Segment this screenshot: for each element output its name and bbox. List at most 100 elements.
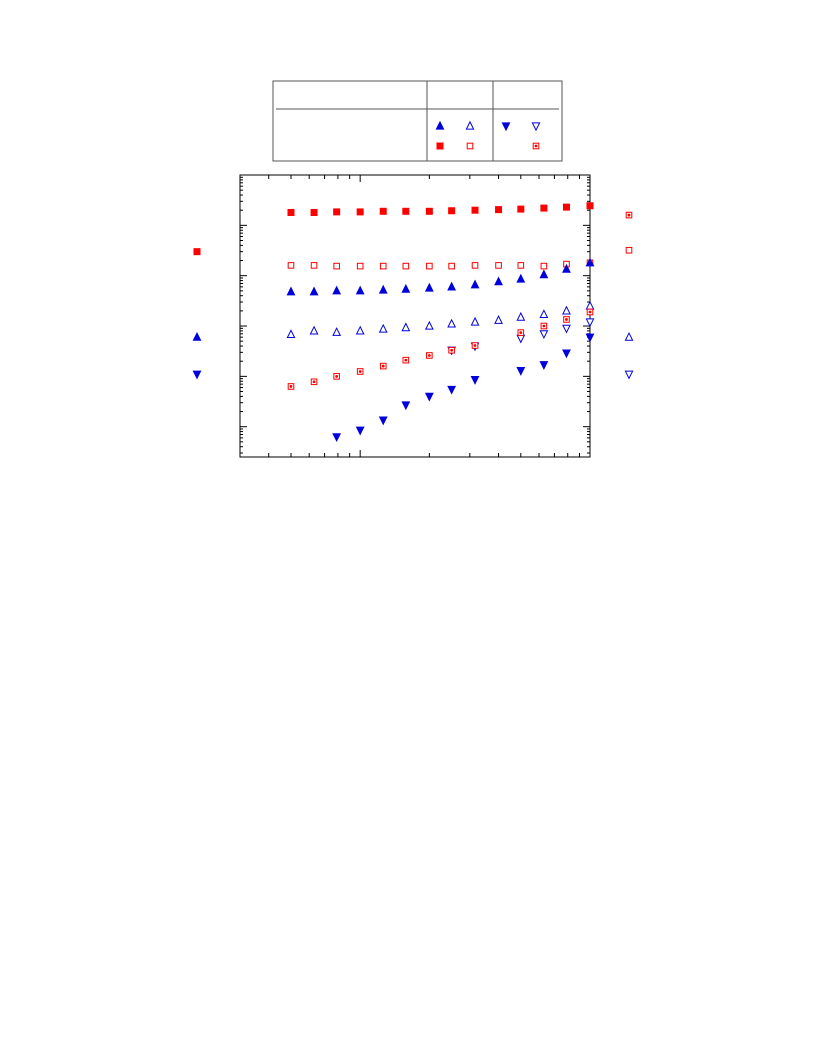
legend-symbol-square-filled (436, 142, 444, 150)
left-side-markers (192, 248, 202, 380)
data-point-triangle-down-filled (539, 361, 549, 370)
side-marker-triangle-down-open (624, 370, 634, 380)
data-point-square-filled (310, 208, 318, 216)
side-marker-square-dotted (625, 211, 633, 219)
side-marker-triangle-down-filled (192, 370, 202, 380)
data-point-triangle-up-open (447, 318, 457, 328)
data-point-triangle-up-open (470, 316, 480, 326)
data-point-triangle-up-filled (378, 284, 388, 294)
data-point-triangle-up-filled (562, 263, 571, 273)
y-axis-ticks (240, 174, 590, 454)
data-point-square-open (540, 262, 548, 270)
data-point-square-open (402, 262, 410, 270)
data-point-square-open (495, 262, 502, 269)
data-point-triangle-down-filled (447, 385, 457, 395)
data-point-triangle-down-open (516, 334, 526, 344)
data-point-triangle-down-filled (332, 433, 342, 443)
legend-symbol-square-dotted (532, 142, 540, 150)
data-point-triangle-up-filled (470, 279, 480, 289)
data-point-square-dotted (287, 383, 295, 390)
data-point-square-open (287, 262, 295, 269)
legend-symbol-triangle-up-open (465, 120, 475, 130)
data-point-square-dotted (517, 329, 525, 336)
data-point-square-filled (586, 202, 594, 210)
data-point-triangle-down-filled (355, 426, 365, 436)
legend-table (272, 80, 563, 162)
side-marker-triangle-up-open (624, 331, 634, 341)
data-point-triangle-down-filled (585, 333, 595, 343)
data-point-square-filled (333, 208, 341, 216)
data-point-triangle-up-open (332, 327, 342, 336)
data-point-triangle-up-open (539, 309, 549, 319)
data-point-square-dotted (563, 316, 570, 323)
data-point-square-dotted (586, 308, 594, 316)
side-marker-square-filled (193, 248, 201, 256)
data-point-triangle-up-open (585, 300, 595, 310)
series-triangle-down-filled (332, 333, 595, 443)
side-marker-square-open (625, 246, 633, 254)
data-point-triangle-down-filled (562, 349, 571, 359)
data-point-triangle-up-filled (355, 285, 365, 295)
data-point-triangle-up-open (424, 320, 434, 330)
series-triangle-up-open (286, 300, 595, 339)
data-point-square-dotted (402, 356, 410, 364)
data-point-triangle-up-filled (516, 273, 526, 283)
data-point-square-filled (448, 207, 456, 215)
series-square-filled (287, 202, 594, 216)
data-point-square-dotted (356, 368, 364, 375)
data-point-square-dotted (471, 342, 479, 349)
data-point-triangle-down-filled (516, 367, 526, 376)
legend-symbol-triangle-down-open (531, 122, 541, 132)
data-point-triangle-up-open (355, 325, 365, 335)
data-point-triangle-up-open (516, 311, 526, 321)
data-point-square-dotted (540, 322, 548, 330)
data-point-triangle-up-open (309, 325, 319, 335)
series-triangle-up-filled (286, 257, 595, 296)
x-axis-ticks (239, 175, 591, 457)
data-point-triangle-down-filled (424, 392, 434, 402)
legend-symbol-square-open (466, 142, 474, 150)
side-marker-triangle-up-filled (192, 331, 202, 341)
series-square-dotted (287, 308, 594, 390)
data-point-square-open (333, 262, 340, 270)
data-point-triangle-up-filled (286, 286, 296, 296)
data-point-square-filled (517, 205, 525, 213)
data-point-square-dotted (448, 346, 455, 354)
data-point-square-filled (495, 206, 503, 214)
data-point-square-dotted (333, 373, 340, 380)
data-point-square-filled (402, 207, 410, 215)
data-point-triangle-up-open (562, 305, 571, 315)
legend-symbol-triangle-up-filled (435, 120, 445, 130)
data-point-triangle-down-open (562, 324, 571, 334)
data-point-square-filled (356, 208, 364, 216)
data-point-triangle-up-open (494, 315, 503, 324)
data-point-square-filled (379, 207, 387, 215)
data-point-square-open (471, 262, 479, 269)
series-square-open (287, 259, 594, 270)
data-point-square-open (379, 262, 387, 270)
data-point-square-dotted (426, 352, 433, 359)
data-point-triangle-down-filled (378, 416, 388, 426)
legend-table-frame (272, 80, 563, 162)
data-point-triangle-up-open (378, 323, 388, 333)
data-point-square-filled (562, 203, 570, 211)
data-point-triangle-up-filled (401, 283, 411, 293)
data-point-square-dotted (379, 362, 387, 370)
data-point-triangle-up-filled (309, 286, 319, 296)
legend-table-cells (435, 120, 541, 150)
data-point-square-open (517, 262, 525, 269)
data-point-triangle-up-filled (585, 257, 595, 267)
right-side-markers (624, 211, 634, 380)
data-point-square-filled (425, 207, 433, 215)
data-point-triangle-down-filled (470, 376, 480, 385)
data-point-triangle-up-filled (539, 269, 549, 279)
legend-symbol-triangle-down-filled (501, 122, 511, 132)
series-triangle-down-open (447, 318, 595, 356)
data-point-triangle-up-filled (447, 281, 457, 291)
data-point-triangle-up-filled (494, 276, 503, 286)
data-point-triangle-down-filled (401, 401, 411, 411)
plot-area (239, 174, 595, 458)
data-series (286, 202, 595, 443)
data-point-square-open (356, 262, 364, 270)
data-point-square-open (310, 262, 318, 269)
